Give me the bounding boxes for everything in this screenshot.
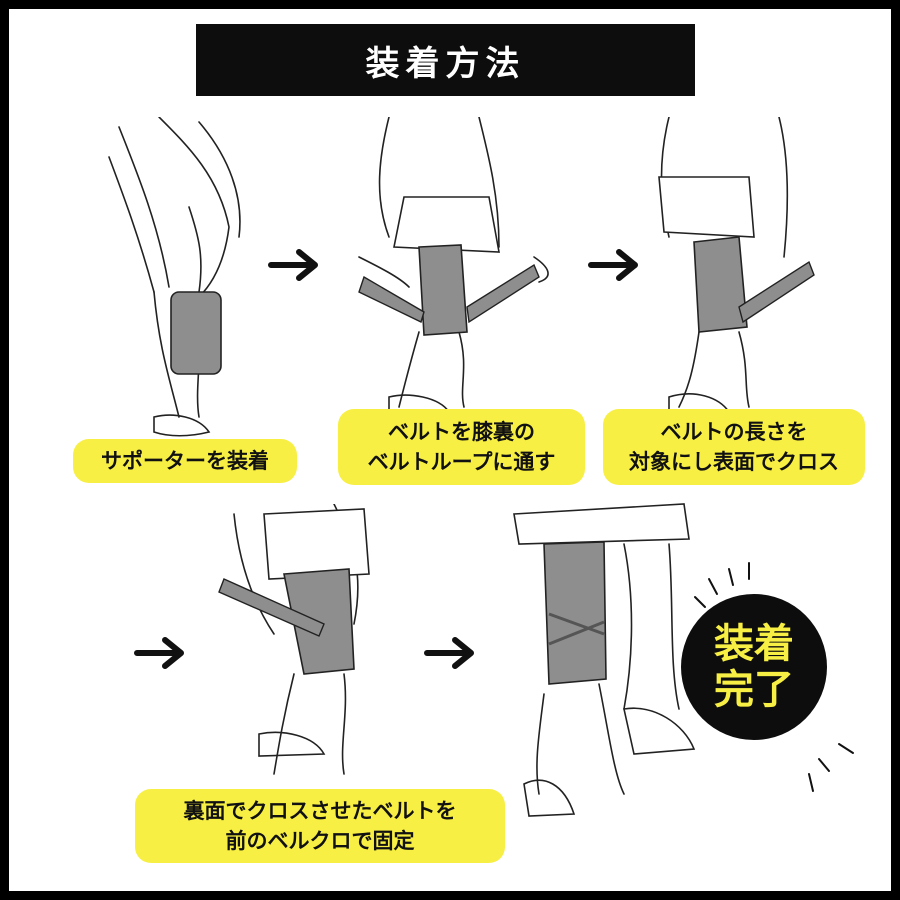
step-4-label-line-2: 前のベルクロで固定 <box>225 829 415 853</box>
complete-badge-line-1: 装着 <box>714 621 794 667</box>
step-4-label: 裏面でクロスさせたベルトを 前のベルクロで固定 <box>135 789 505 863</box>
burst-lines-icon <box>694 562 854 792</box>
illustration-step-5 <box>513 503 696 817</box>
step-1-label: サポーターを装着 <box>73 439 297 483</box>
illustration-step-4 <box>218 504 370 775</box>
step-2-label: ベルトを膝裏の ベルトループに通す <box>338 409 585 485</box>
step-4-label-line-1: 裏面でクロスさせたベルトを <box>183 799 457 823</box>
step-1-label-line-1: サポーターを装着 <box>101 449 269 473</box>
illustration-step-3 <box>658 117 815 416</box>
page-title: 装着方法 <box>196 24 695 96</box>
illustration-step-2 <box>358 117 549 416</box>
right-arrow-icon <box>268 249 318 281</box>
step-3-label: ベルトの長さを 対象にし表面でクロス <box>603 409 865 485</box>
complete-badge: 装着 完了 <box>681 594 827 740</box>
right-arrow-icon <box>588 249 638 281</box>
step-3-label-line-1: ベルトの長さを <box>660 420 808 444</box>
illustration-step-1 <box>108 117 241 437</box>
right-arrow-icon <box>424 637 474 669</box>
step-2-label-line-2: ベルトループに通す <box>367 450 556 474</box>
step-2-label-line-1: ベルトを膝裏の <box>388 420 535 444</box>
step-3-label-line-2: 対象にし表面でクロス <box>629 450 839 474</box>
right-arrow-icon <box>134 637 184 669</box>
complete-badge-line-2: 完了 <box>714 667 794 713</box>
